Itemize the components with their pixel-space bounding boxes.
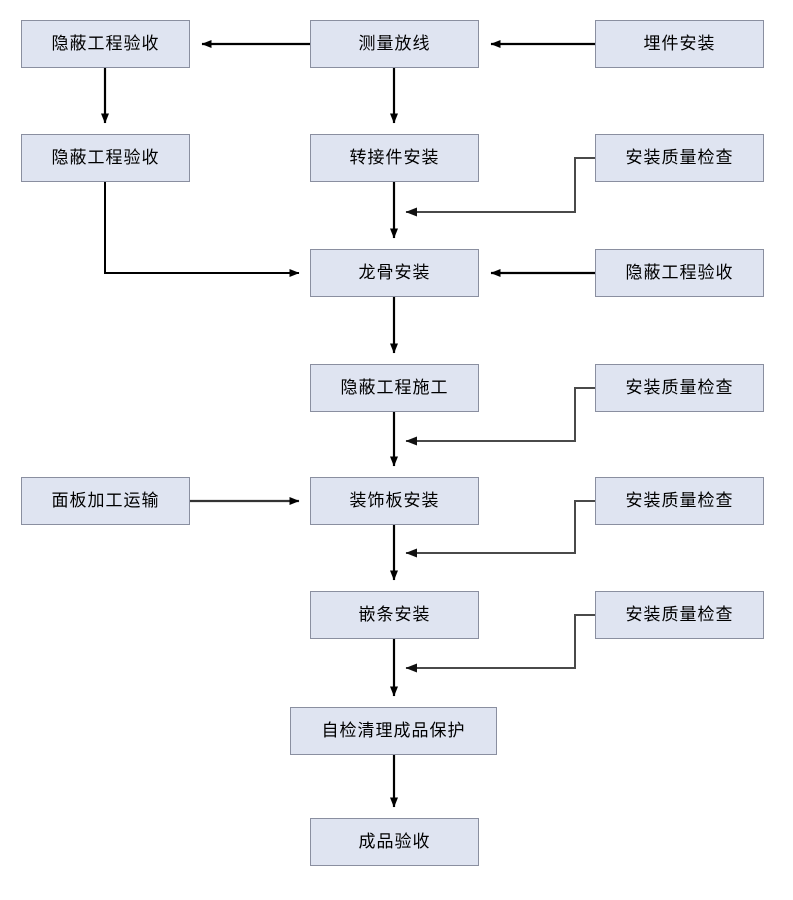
node-label: 埋件安装 xyxy=(643,33,716,54)
node-label: 龙骨安装 xyxy=(358,262,431,283)
node-label: 隐蔽工程施工 xyxy=(340,377,449,398)
edge-zhijian5-elbow xyxy=(405,500,595,558)
node-label: 安装质量检查 xyxy=(625,490,734,511)
node-zhuanjiejian-anzhuang[interactable]: 转接件安装 xyxy=(310,134,479,182)
node-chengpin-yanshou[interactable]: 成品验收 xyxy=(310,818,479,866)
node-label: 隐蔽工程验收 xyxy=(51,33,160,54)
node-longgu-anzhuang[interactable]: 龙骨安装 xyxy=(310,249,479,297)
node-label: 安装质量检查 xyxy=(625,604,734,625)
node-anzhuang-zhiliang-jiancha-2[interactable]: 安装质量检查 xyxy=(595,364,764,412)
node-yinbi-gongcheng-yanshou-3[interactable]: 隐蔽工程验收 xyxy=(595,249,764,297)
node-label: 成品验收 xyxy=(358,831,431,852)
node-maijian-anzhuang[interactable]: 埋件安装 xyxy=(595,20,764,68)
node-anzhuang-zhiliang-jiancha-3[interactable]: 安装质量检查 xyxy=(595,477,764,525)
node-anzhuang-zhiliang-jiancha-1[interactable]: 安装质量检查 xyxy=(595,134,764,182)
node-label: 嵌条安装 xyxy=(358,604,431,625)
node-label: 安装质量检查 xyxy=(625,377,734,398)
node-label: 安装质量检查 xyxy=(625,147,734,168)
node-celiang-fangxian[interactable]: 测量放线 xyxy=(310,20,479,68)
node-qiantiao-anzhuang[interactable]: 嵌条安装 xyxy=(310,591,479,639)
node-label: 测量放线 xyxy=(358,33,431,54)
node-label: 隐蔽工程验收 xyxy=(625,262,734,283)
edge-zhijian2-elbow xyxy=(405,157,595,217)
node-mianban-jiagong-yunshu[interactable]: 面板加工运输 xyxy=(21,477,190,525)
node-yinbi-gongcheng-yanshou-1[interactable]: 隐蔽工程验收 xyxy=(21,20,190,68)
node-yinbi-gongcheng-shigong[interactable]: 隐蔽工程施工 xyxy=(310,364,479,412)
node-label: 转接件安装 xyxy=(349,147,440,168)
node-label: 装饰板安装 xyxy=(349,490,440,511)
node-anzhuang-zhiliang-jiancha-4[interactable]: 安装质量检查 xyxy=(595,591,764,639)
node-zhuangshiban-anzhuang[interactable]: 装饰板安装 xyxy=(310,477,479,525)
node-label: 自检清理成品保护 xyxy=(321,720,466,741)
node-label: 隐蔽工程验收 xyxy=(51,147,160,168)
edge-zhijian4-elbow xyxy=(405,387,595,446)
edge-yinbi2-to-longgu xyxy=(104,182,300,277)
node-zijian-qingli-chengpin-baohu[interactable]: 自检清理成品保护 xyxy=(290,707,497,755)
node-yinbi-gongcheng-yanshou-2[interactable]: 隐蔽工程验收 xyxy=(21,134,190,182)
edge-zhijian6-elbow xyxy=(405,614,595,673)
node-label: 面板加工运输 xyxy=(51,490,160,511)
